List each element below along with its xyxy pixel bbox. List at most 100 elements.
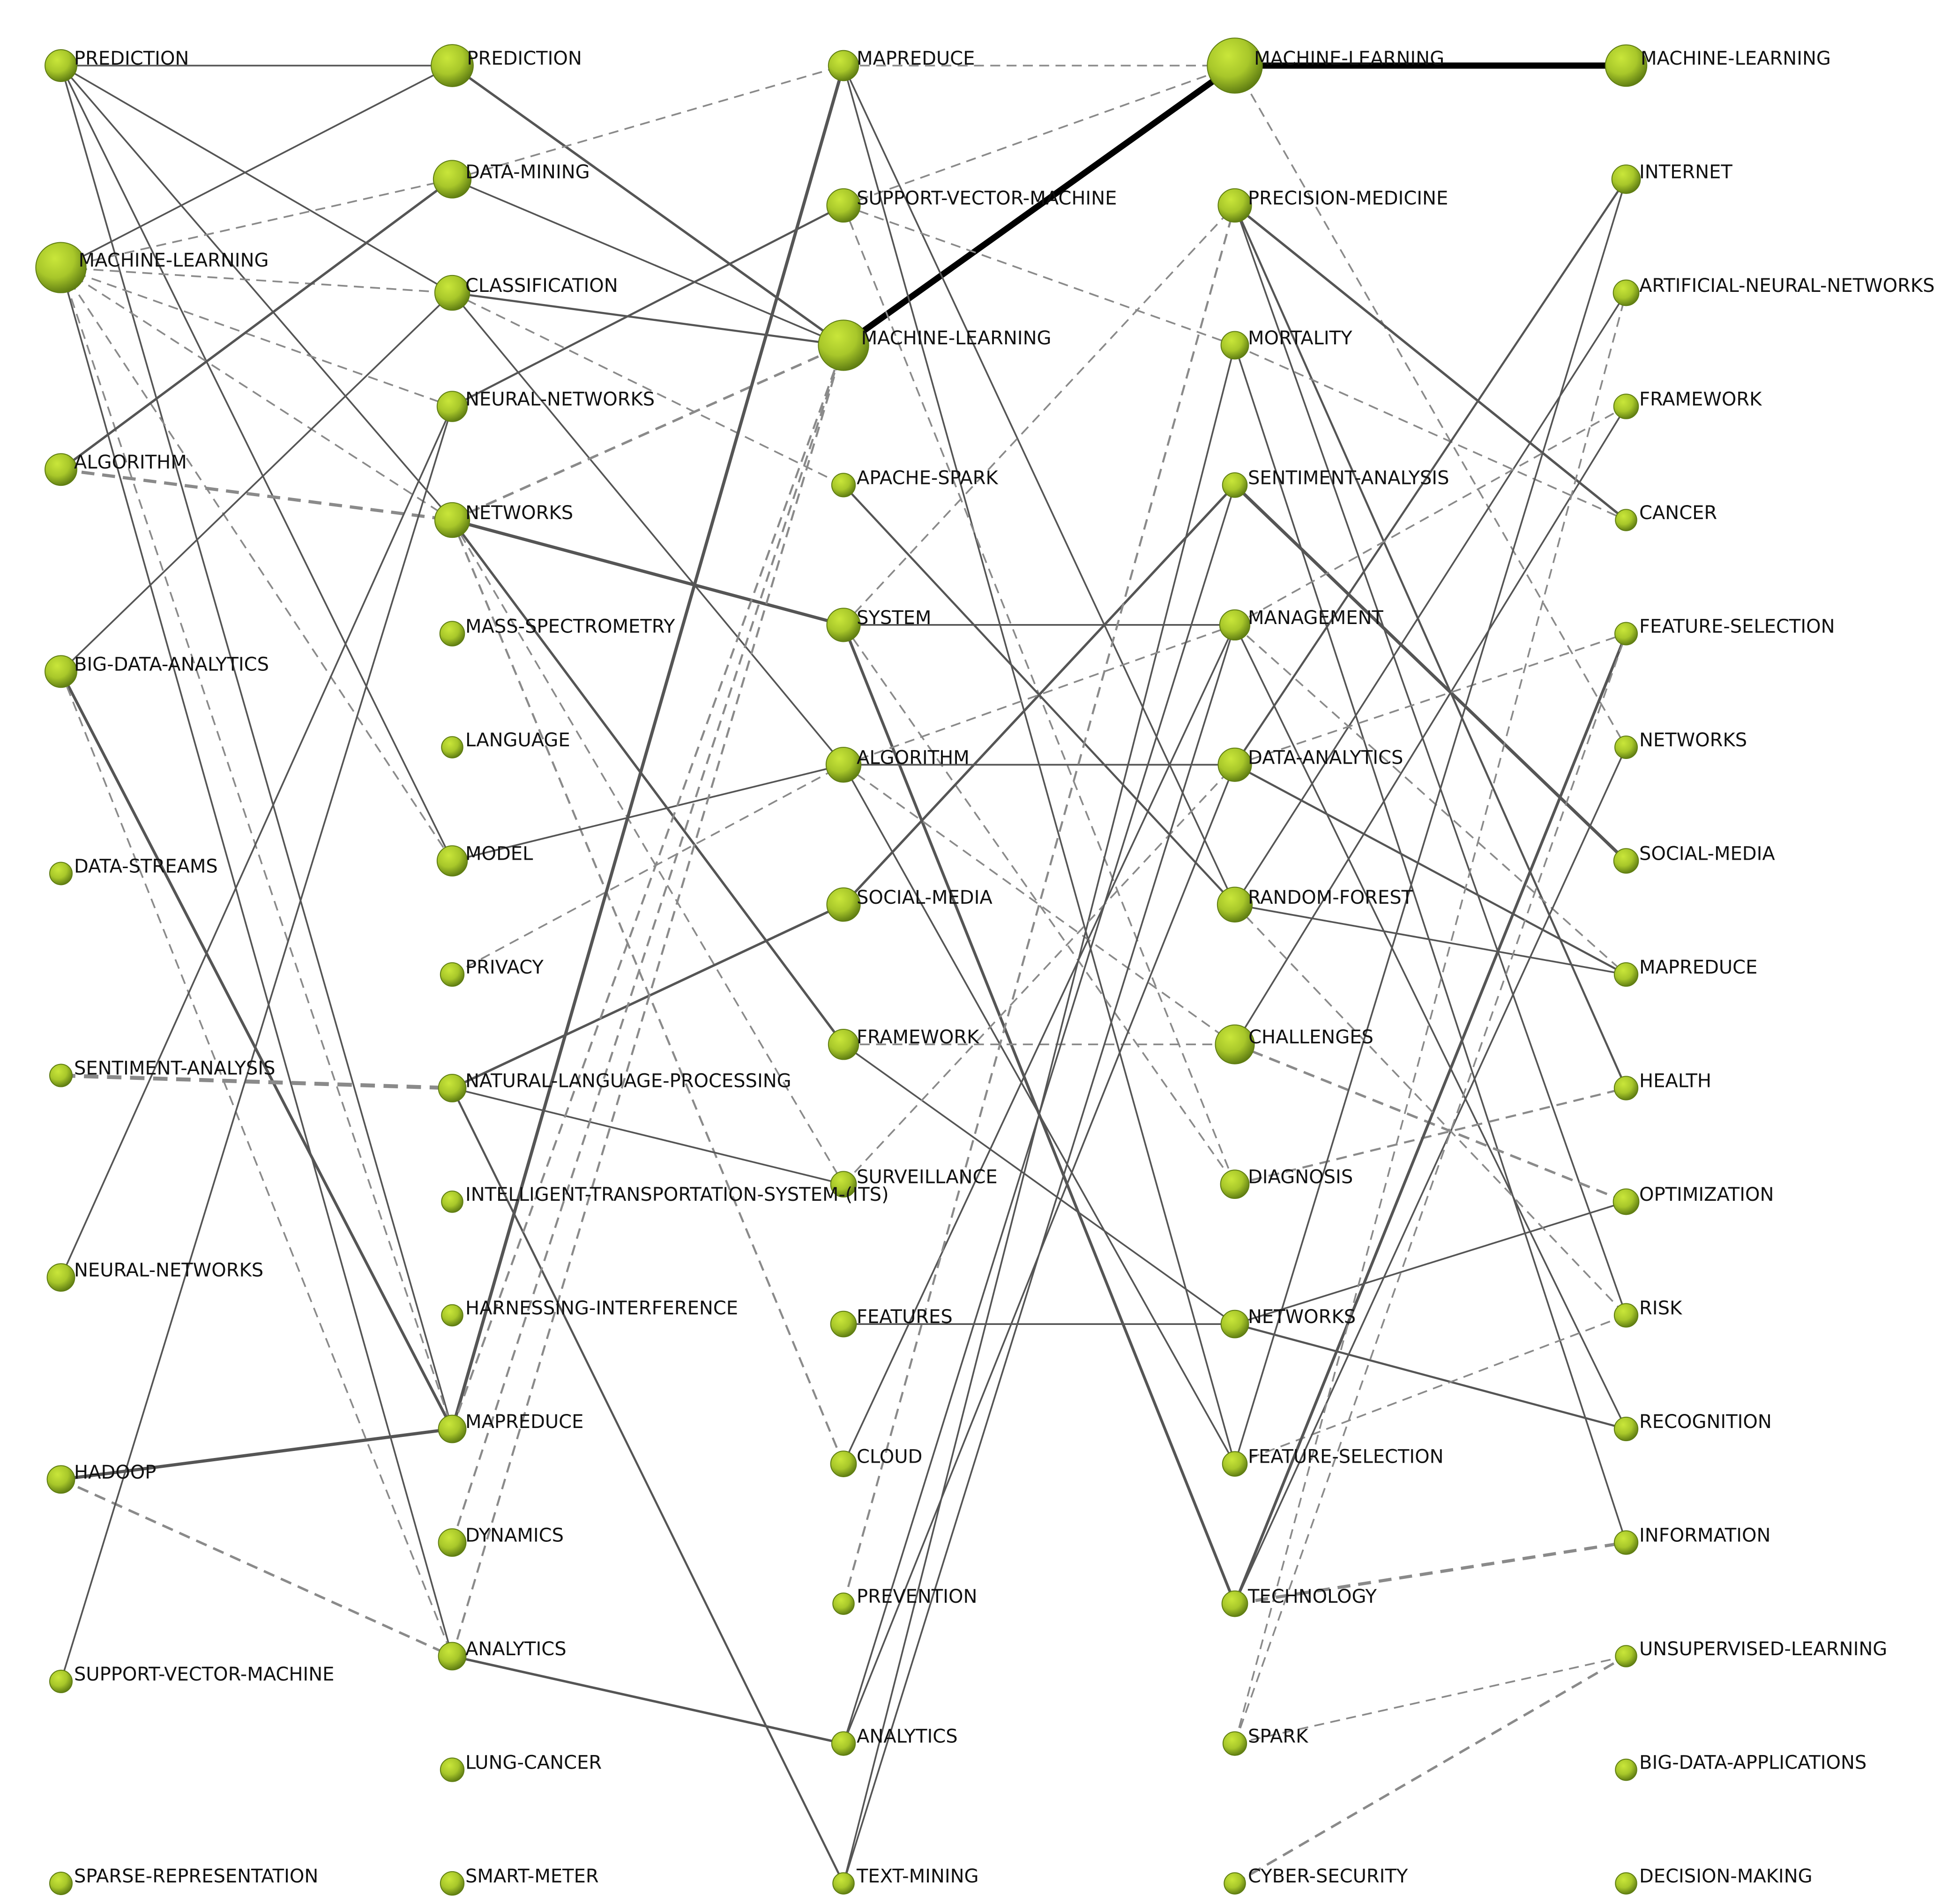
edge-83 [1234,1087,1627,1185]
node-p1-neural-networks[interactable] [436,391,468,422]
node-p0-big-data-analytics[interactable] [45,655,77,688]
node-p2-support-vector-machine[interactable] [826,188,861,223]
node-p1-lung-cancer[interactable] [440,1757,465,1782]
node-p0-algorithm[interactable] [45,453,77,486]
edge-16 [60,670,454,1430]
node-p2-algorithm[interactable] [825,747,862,783]
node-p1-classification[interactable] [434,275,470,311]
node-p3-cyber-security[interactable] [1224,1872,1246,1895]
node-p1-natural-language-processing[interactable] [438,1074,467,1102]
node-p3-technology[interactable] [1221,1590,1248,1617]
node-p1-prediction[interactable] [431,44,474,87]
node-p2-analytics[interactable] [831,1731,856,1756]
edge-63 [843,625,1236,1465]
node-p2-surveillance[interactable] [830,1171,857,1198]
node-p4-networks[interactable] [1614,736,1638,759]
node-p2-prevention[interactable] [832,1592,855,1615]
edge-99 [1234,632,1627,766]
node-p4-recognition[interactable] [1613,1416,1639,1442]
edge-39 [451,1087,844,1884]
edge-18 [60,1073,453,1090]
edge-40 [450,65,845,1429]
node-p4-framework[interactable] [1613,394,1639,419]
node-p1-dynamics[interactable] [438,1528,467,1557]
node-p0-prediction[interactable] [45,49,77,82]
node-p1-networks[interactable] [434,502,470,538]
node-p4-decision-making[interactable] [1615,1872,1637,1895]
node-p0-neural-networks[interactable] [46,1263,75,1292]
node-p1-mapreduce[interactable] [438,1414,467,1443]
node-p4-machine-learning[interactable] [1605,44,1648,87]
node-p1-smart-meter[interactable] [440,1871,465,1896]
node-p0-sentiment-analysis[interactable] [49,1064,73,1087]
node-label: HADOOP [74,1462,156,1483]
node-p3-random-forest[interactable] [1217,886,1253,922]
node-label: BIG-DATA-ANALYTICS [74,654,269,675]
node-p1-mass-spectrometry[interactable] [439,621,465,647]
node-p4-mapreduce[interactable] [1613,962,1639,987]
node-p1-analytics[interactable] [438,1642,467,1671]
node-p1-model[interactable] [436,845,468,877]
node-label: MORTALITY [1248,327,1352,349]
node-p3-diagnosis[interactable] [1220,1169,1250,1199]
node-p3-sentiment-analysis[interactable] [1222,472,1248,498]
node-p3-challenges[interactable] [1215,1024,1255,1064]
node-p2-machine-learning[interactable] [818,320,869,371]
edge-77 [1234,178,1627,766]
node-p0-hadoop[interactable] [46,1465,75,1494]
node-p4-cancer[interactable] [1615,509,1637,531]
node-p3-machine-learning[interactable] [1207,37,1263,94]
node-p0-support-vector-machine[interactable] [49,1669,73,1693]
node-p0-sparse-representation[interactable] [49,1872,73,1895]
edge-73 [1234,345,1627,1543]
node-p3-mortality[interactable] [1220,331,1249,360]
node-p3-networks[interactable] [1220,1309,1249,1339]
node-p1-harnessing-interference[interactable] [441,1304,463,1327]
node-p4-feature-selection[interactable] [1614,622,1638,646]
node-p3-feature-selection[interactable] [1222,1451,1248,1477]
node-p4-artificial-neural-networks[interactable] [1613,279,1640,306]
node-p2-system[interactable] [826,608,861,642]
node-p0-machine-learning[interactable] [35,242,87,293]
edge-37 [451,903,844,1089]
node-p4-optimization[interactable] [1613,1188,1640,1215]
node-label: MACHINE-LEARNING [79,250,269,271]
node-label: CLOUD [857,1446,922,1468]
edge-38 [452,1087,844,1185]
node-p3-data-analytics[interactable] [1217,747,1252,782]
edge-71 [1234,205,1627,1316]
node-p2-framework[interactable] [828,1029,859,1060]
edge-96 [843,484,1236,1744]
edge-9 [60,267,453,521]
node-label: NETWORKS [1639,729,1747,751]
node-p0-data-streams[interactable] [49,862,73,885]
node-label: CHALLENGES [1248,1026,1374,1048]
node-label: MAPREDUCE [857,48,975,69]
node-p1-privacy[interactable] [440,962,465,987]
node-p2-social-media[interactable] [826,887,861,922]
node-p4-big-data-applications[interactable] [1615,1758,1637,1781]
node-p1-data-mining[interactable] [433,160,472,199]
edge-42 [451,345,845,1543]
node-p4-risk[interactable] [1613,1303,1639,1328]
edge-44 [452,1655,844,1745]
edge-85 [1234,1323,1627,1430]
node-p2-apache-spark[interactable] [831,473,856,498]
node-p4-unsupervised-learning[interactable] [1615,1645,1637,1667]
node-p4-health[interactable] [1613,1076,1639,1101]
node-p3-management[interactable] [1219,609,1251,641]
node-p1-intelligent-transportation-system-(its)[interactable] [441,1190,463,1213]
node-p1-language[interactable] [441,736,463,759]
edge-89 [1234,747,1627,1604]
node-p4-information[interactable] [1613,1530,1639,1555]
edge-72 [1234,344,1627,521]
node-p3-spark[interactable] [1222,1731,1247,1756]
node-label: FRAMEWORK [1639,389,1762,410]
node-p2-text-mining[interactable] [832,1872,855,1895]
node-p4-social-media[interactable] [1613,848,1639,874]
node-p2-features[interactable] [830,1310,857,1338]
node-p4-internet[interactable] [1611,164,1641,194]
node-p3-precision-medicine[interactable] [1217,188,1252,223]
node-p2-cloud[interactable] [830,1450,857,1477]
node-p2-mapreduce[interactable] [828,50,859,82]
